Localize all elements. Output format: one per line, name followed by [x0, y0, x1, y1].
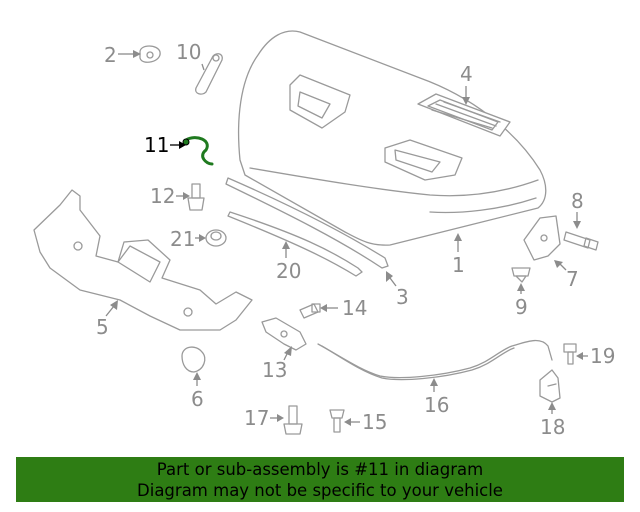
release-cable-part-11 — [182, 136, 214, 166]
callout-17: 17 — [244, 406, 284, 430]
hinge-part-7 — [523, 215, 561, 261]
callout-20: 20 — [276, 241, 301, 283]
hood-part — [237, 30, 547, 246]
svg-text:12: 12 — [150, 184, 175, 208]
bolt-part-19 — [563, 343, 577, 365]
grommet-part-21 — [205, 229, 227, 247]
svg-text:16: 16 — [424, 393, 449, 417]
callout-15: 15 — [344, 410, 387, 434]
seal-part-20 — [227, 211, 363, 277]
vent-grille-part-4 — [417, 93, 511, 137]
seal-part-3 — [225, 177, 389, 269]
svg-text:4: 4 — [460, 62, 473, 86]
callout-21: 21 — [170, 227, 206, 251]
callout-12: 12 — [150, 184, 190, 208]
clip-part-9 — [511, 267, 531, 283]
callout-4: 4 — [460, 62, 473, 105]
callout-3: 3 — [386, 271, 409, 309]
svg-text:13: 13 — [262, 358, 287, 382]
callout-11: 11 — [144, 133, 186, 157]
callout-10: 10 — [176, 40, 205, 71]
svg-text:17: 17 — [244, 406, 269, 430]
callout-13: 13 — [262, 346, 292, 382]
svg-text:19: 19 — [590, 344, 615, 368]
svg-text:6: 6 — [191, 387, 204, 411]
callout-2: 2 — [104, 43, 141, 67]
svg-text:1: 1 — [452, 253, 465, 277]
svg-text:8: 8 — [571, 189, 584, 213]
banner-line-1: Part or sub-assembly is #11 in diagram — [156, 460, 484, 479]
callout-19: 19 — [576, 344, 615, 368]
svg-text:5: 5 — [96, 315, 109, 339]
release-cable-part-16 — [317, 339, 553, 381]
bolt-part-17 — [283, 405, 303, 435]
callout-18: 18 — [540, 402, 565, 439]
clip-part-2 — [139, 45, 161, 63]
bumper-part-6 — [181, 346, 206, 373]
parts-diagram: 1 2 10 4 11 — [33, 30, 615, 439]
bolt-part-15 — [329, 409, 345, 433]
insulator-part-5 — [33, 189, 253, 331]
svg-text:18: 18 — [540, 415, 565, 439]
callout-9: 9 — [515, 283, 528, 319]
banner-line-2: Diagram may not be specific to your vehi… — [137, 481, 503, 500]
svg-text:20: 20 — [276, 259, 301, 283]
callout-7: 7 — [554, 260, 579, 291]
callout-8: 8 — [571, 189, 584, 229]
svg-text:3: 3 — [396, 285, 409, 309]
svg-text:11: 11 — [144, 133, 169, 157]
latch-part-13 — [261, 317, 307, 351]
bolt-part-12 — [187, 183, 205, 211]
svg-text:9: 9 — [515, 295, 528, 319]
svg-text:10: 10 — [176, 40, 201, 64]
svg-text:21: 21 — [170, 227, 195, 251]
svg-text:14: 14 — [342, 296, 367, 320]
bracket-part-18 — [539, 369, 561, 403]
info-banner: Part or sub-assembly is #11 in diagram D… — [16, 457, 624, 502]
callout-5: 5 — [96, 300, 118, 339]
prop-rod-part-10 — [195, 53, 223, 95]
svg-text:15: 15 — [362, 410, 387, 434]
svg-text:7: 7 — [566, 267, 579, 291]
callout-16: 16 — [424, 378, 449, 417]
callout-1: 1 — [452, 233, 465, 277]
callout-6: 6 — [191, 372, 204, 411]
svg-text:2: 2 — [104, 43, 117, 67]
callout-14: 14 — [320, 296, 367, 320]
bolt-part-8 — [563, 231, 599, 251]
bolt-part-14 — [299, 303, 321, 319]
